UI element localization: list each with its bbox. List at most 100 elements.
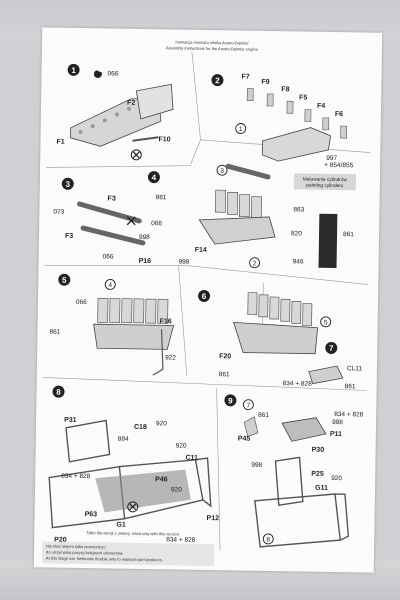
step-4-callout-2: [249, 257, 261, 269]
label-834-828-b: 834 + 828: [166, 536, 196, 543]
cylinder-head-part: [225, 163, 271, 180]
step-1-number: 1: [71, 66, 76, 75]
step-2-number: 2: [215, 76, 220, 85]
glue-icon: [93, 70, 102, 78]
cylinder-painted-part: [318, 213, 338, 269]
label-p25: P25: [311, 471, 324, 478]
label-066: 066: [76, 299, 87, 306]
step-5: 5 4 066 861 F16 922: [49, 273, 176, 376]
callout-3: 3: [220, 168, 224, 175]
shaft-part: [132, 136, 159, 142]
label-820: 820: [291, 230, 302, 237]
label-f10: F10: [158, 136, 170, 143]
step-8-note: Tylko dla wersji z osłoną. Used only wit…: [86, 530, 180, 536]
fuselage-frame-part: [48, 419, 212, 529]
label-f9: F9: [261, 79, 269, 86]
label-f14: F14: [195, 247, 207, 254]
step-9-callout-8: [262, 533, 274, 545]
step-9: 9 7 861 834 + 828 P45 998 P11 P30 998 P2…: [224, 394, 364, 548]
step-7-badge: [325, 341, 338, 354]
step-9-badge: [224, 394, 237, 407]
label-861: 861: [49, 329, 60, 336]
step-2-badge: [211, 74, 224, 87]
label-p31: P31: [64, 417, 77, 424]
label-998: 998: [179, 259, 190, 266]
footer-note-line-2: do utrzymania pozycji kolejnych elementó…: [46, 549, 124, 555]
painting-title-en: painting cylinders: [306, 183, 344, 190]
step-4-number: 4: [152, 173, 157, 182]
instruction-sheet: Instrukcja montażu silnika Austro-Daimle…: [33, 27, 383, 573]
engine-block-part: [261, 127, 332, 162]
label-920-a: 920: [156, 420, 167, 427]
step-1: 1 066 F2 F1 F10: [56, 63, 174, 161]
step-6-callout: [320, 316, 332, 328]
step-9-number: 9: [228, 396, 233, 405]
label-p30: P30: [312, 447, 325, 454]
step-9-callout-7: [242, 399, 254, 411]
header-line-2: Assembly instructions for the Austro-Dai…: [166, 45, 259, 51]
bracket-part: [308, 365, 344, 385]
step-1-badge: [67, 63, 80, 76]
label-g11: G11: [315, 485, 328, 492]
label-p11: P11: [330, 431, 342, 438]
label-c11: C11: [185, 455, 198, 462]
label-998-b: 998: [332, 419, 343, 426]
label-p45: P45: [238, 435, 251, 442]
label-p20: P20: [54, 537, 67, 544]
label-998-a: 998: [251, 462, 262, 469]
footer-note-box: [41, 541, 215, 567]
label-f4: F4: [317, 103, 325, 110]
seat-part: [281, 417, 327, 442]
label-p12: P12: [207, 515, 220, 522]
instruction-drawings: Instrukcja montażu silnika Austro-Daimle…: [41, 39, 371, 567]
step-8-number: 8: [56, 388, 61, 397]
bracket-part-9: [243, 416, 259, 438]
engine-cylinders-6: [247, 292, 313, 326]
step-8: 8 P31 C18 920 884 C11 920 834 + 828 P46 …: [48, 385, 220, 544]
step-6: 6 5 F20 861: [198, 289, 332, 378]
engine-crankcase: [93, 323, 175, 350]
label-g1: G1: [116, 522, 126, 529]
label-f3-bottom: F3: [65, 233, 73, 240]
label-946: 946: [293, 258, 304, 265]
step-5-callout: [104, 279, 116, 290]
step-4-callout-3: [216, 164, 228, 176]
callout-5: 5: [324, 319, 328, 326]
engine-part: [198, 216, 276, 245]
engine-cylinders: [97, 297, 169, 324]
step-5-number: 5: [62, 276, 67, 285]
label-p63: P63: [85, 511, 98, 518]
footer-note-line-3: At this stage use Sekkoshe flexible only…: [46, 555, 163, 562]
label-c18: C18: [134, 424, 147, 431]
crankcase-bolts: [78, 106, 131, 134]
cut-icon: [130, 149, 142, 161]
callout-7: 7: [246, 402, 250, 409]
step-6-number: 6: [202, 292, 207, 301]
label-f1: F1: [56, 139, 64, 146]
label-920: 920: [331, 475, 342, 482]
callout-8: 8: [266, 536, 270, 543]
label-834-828-a: 834 + 828: [61, 473, 91, 480]
callout-4: 4: [108, 282, 112, 289]
label-920-c: 920: [171, 486, 182, 493]
step-2: 2 F7 F9 F8 F5 F4 F6 1 997 + 854/855: [211, 73, 354, 169]
label-861: 861: [156, 194, 167, 201]
engine-assembly-part: [233, 321, 319, 355]
label-997: 997: [326, 155, 337, 162]
step-2-callout: [235, 123, 247, 134]
label-f8: F8: [281, 86, 289, 93]
label-861: 861: [345, 383, 356, 390]
step-3-number: 3: [66, 180, 71, 189]
step-2-callout-1: 1: [239, 126, 243, 133]
exhaust-manifold-part: [76, 201, 142, 224]
label-922: 922: [165, 354, 176, 361]
label-861: 861: [343, 231, 354, 238]
label-p46: P46: [155, 476, 168, 483]
cylinders-part: [215, 189, 262, 220]
pipe-part: [152, 329, 164, 376]
label-f20: F20: [219, 353, 231, 360]
crankcase-part: [70, 98, 162, 147]
footer-note-line-1: Nie kleić klejem tylko pomocniczo: [46, 543, 106, 549]
crankcase-half-part: [135, 83, 174, 120]
step-7: 7 834 + 828 CL11 861: [283, 341, 362, 390]
